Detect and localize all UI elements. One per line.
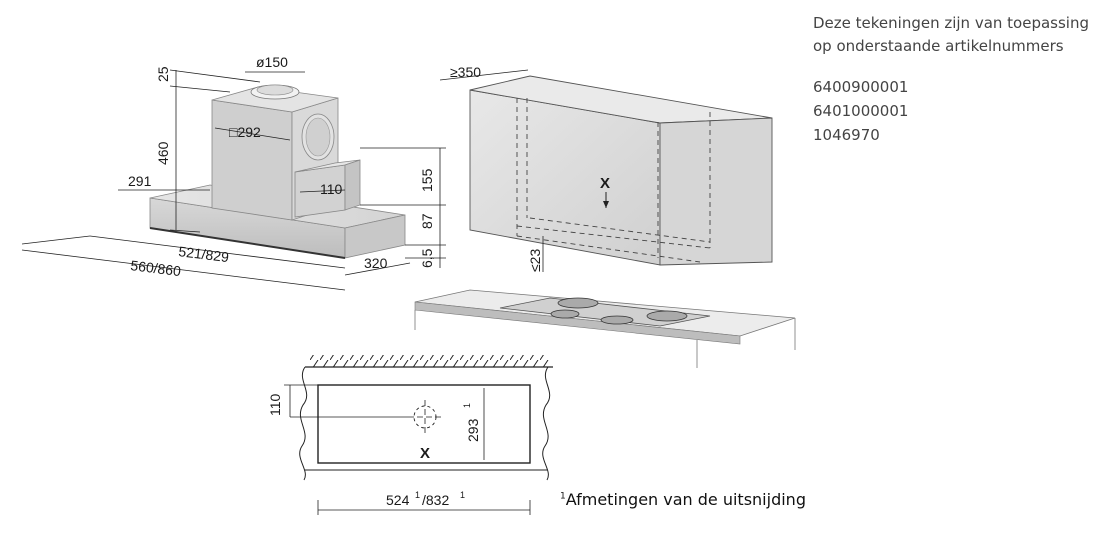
dim-460: 460 [155, 141, 171, 165]
cutout-dim-524-footnote-mark: 1 [415, 490, 420, 500]
notes-line-2: op onderstaande artikelnummers [813, 37, 1064, 55]
dim-560-860: 560/860 [130, 257, 182, 279]
dim-521-829: 521/829 [178, 243, 230, 265]
cutout-dim-524: 524 [386, 492, 410, 508]
article-number: 6400900001 [813, 78, 909, 96]
cutout-dim-832-footnote-mark: 1 [460, 490, 465, 500]
hood-drawing: ø150 25 460 □292 291 110 155 87 6,5 521/… [21, 54, 446, 291]
cutout-dim-293-footnote-mark: 1 [462, 403, 472, 408]
cutout-dim-832: /832 [422, 492, 449, 508]
article-number: 6401000001 [813, 102, 909, 120]
dim-diameter-150: ø150 [256, 54, 288, 70]
cutout-drawing: X 110 293 1 524 1 /832 1 [267, 355, 553, 515]
cutout-x-mark: X [420, 445, 430, 462]
dim-23: ≤23 [527, 249, 543, 272]
cutout-dim-110: 110 [267, 393, 283, 416]
dim-155: 155 [419, 168, 435, 192]
footnote-text: Afmetingen van de uitsnijding [565, 490, 806, 509]
dim-320: 320 [364, 255, 388, 271]
notes-line-1: Deze tekeningen zijn van toepassing [813, 14, 1089, 32]
cabinet-x-mark: X [600, 175, 610, 192]
dim-25: 25 [155, 66, 171, 82]
dim-292: □292 [229, 124, 261, 140]
footnote: 1Afmetingen van de uitsnijding [560, 490, 806, 509]
article-number: 1046970 [813, 126, 880, 144]
cutout-dim-293: 293 [465, 418, 481, 442]
dim-291: 291 [128, 173, 152, 189]
cabinet-drawing: X ≥350 ≤23 [414, 64, 796, 368]
dim-6-5: 6,5 [419, 248, 435, 268]
footnote-mark: 1 [560, 491, 566, 502]
dim-87: 87 [419, 213, 435, 229]
dim-110-box: 110 [320, 181, 343, 197]
dim-350: ≥350 [450, 64, 481, 80]
